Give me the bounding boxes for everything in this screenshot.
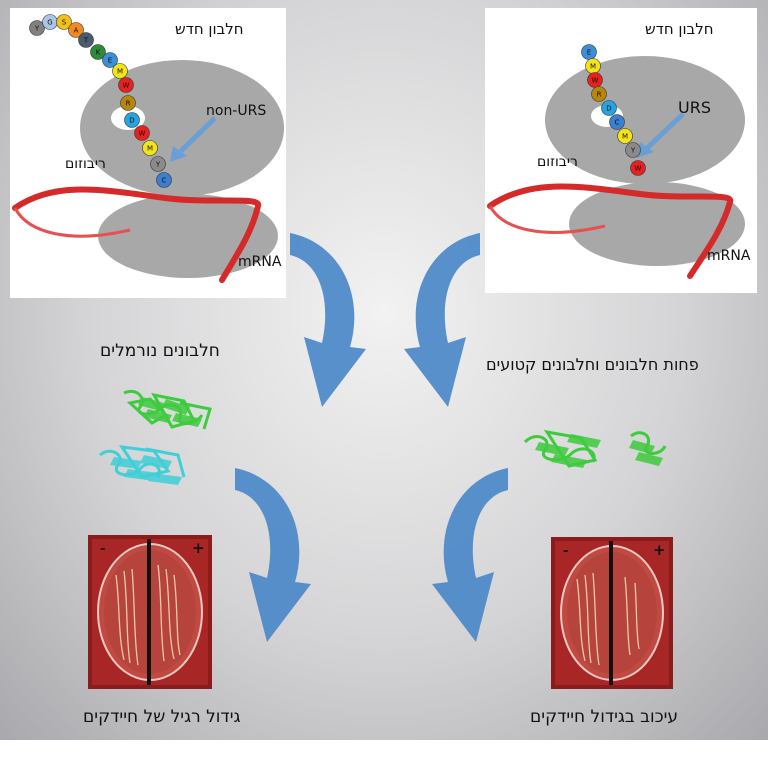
left-bead-4	[78, 32, 94, 48]
right-bead-4	[601, 100, 617, 116]
right-bead-5	[609, 114, 625, 130]
left-bead-7	[112, 63, 128, 79]
right-bead-8	[630, 160, 646, 176]
delayed-growth-plate: - +	[551, 537, 673, 689]
delayed-growth-label: עיכוב בגידול חיידקים	[530, 707, 679, 727]
left-bead-letter-11: W	[139, 130, 146, 138]
right-bead-letter-0: E	[587, 49, 591, 57]
normal-proteins-label: חלבונים נורמלים	[100, 341, 220, 361]
right-bead-6	[617, 128, 633, 144]
plate-minus-sign: -	[563, 544, 568, 559]
arrow-left-to-proteins	[290, 233, 366, 407]
right-bead-letter-1: M	[590, 63, 596, 71]
normal-growth-label: גידול רגיל של חיידקים	[83, 707, 241, 727]
right-bead-letter-6: M	[622, 133, 628, 141]
left-bead-letter-14: C	[162, 177, 167, 185]
non-urs-pointer-arrow	[170, 116, 217, 162]
left-bead-10	[124, 112, 140, 128]
bottom-strip	[0, 740, 768, 768]
right-bead-letter-3: R	[597, 91, 602, 99]
left-bead-letter-8: W	[123, 82, 130, 90]
left-bead-0	[29, 20, 45, 36]
right-bead-letter-5: C	[615, 119, 620, 127]
right-bead-letter-4: D	[606, 105, 611, 113]
fewer-proteins-label: פחות חלבונים וחלבונים קטועים	[486, 355, 699, 374]
right-bead-7	[625, 142, 641, 158]
left-bead-12	[142, 140, 158, 156]
left-bead-11	[134, 125, 150, 141]
left-bead-14	[156, 172, 172, 188]
plate-plus-sign: +	[653, 541, 666, 559]
right-ribosome-label: ריבוזום	[537, 154, 578, 170]
left-bead-letter-3: A	[74, 27, 79, 35]
mrna-strand	[12, 186, 261, 283]
truncated-protein-structures	[523, 429, 667, 468]
left-bead-letter-4: T	[83, 37, 89, 45]
mrna-strand-front	[13, 207, 131, 238]
plate-minus-sign: -	[100, 542, 105, 557]
ribosome-small-subunit	[569, 182, 745, 266]
right-bead-letter-2: W	[592, 77, 599, 85]
left-bead-letter-5: K	[96, 49, 101, 57]
left-bead-letter-13: Y	[155, 161, 161, 169]
normal-protein-structures	[99, 390, 212, 485]
left-new-protein-label: חלבון חדש	[175, 20, 244, 38]
left-bead-8	[118, 77, 134, 93]
arrow-right-to-proteins	[404, 233, 480, 407]
right-urs-label: URS	[678, 98, 711, 117]
left-bead-letter-10: D	[129, 117, 134, 125]
mrna-strand-front	[488, 205, 606, 234]
arrow-right-to-plate	[432, 468, 508, 642]
left-bead-letter-9: R	[126, 100, 131, 108]
right-bead-letter-7: Y	[630, 147, 636, 155]
left-bead-5	[90, 44, 106, 60]
right-mrna-label: mRNA	[707, 248, 751, 264]
left-bead-9	[120, 95, 136, 111]
left-non-urs-label: non-URS	[206, 103, 267, 119]
left-bead-2	[56, 14, 72, 30]
left-bead-13	[150, 156, 166, 172]
right-bead-letter-8: W	[635, 165, 642, 173]
plate-plus-sign: +	[192, 539, 205, 557]
left-bead-letter-6: E	[108, 57, 112, 65]
urs-pointer-arrow	[637, 112, 685, 158]
left-ribosome-label: ריבוזום	[65, 156, 106, 172]
left-bead-letter-1: G	[47, 19, 52, 27]
right-bead-3	[591, 86, 607, 102]
left-mrna-label: mRNA	[238, 254, 282, 270]
left-bead-letter-12: M	[147, 145, 153, 153]
left-bead-3	[68, 22, 84, 38]
left-bead-letter-2: S	[62, 19, 67, 27]
normal-growth-plate: - +	[88, 535, 212, 689]
mrna-strand	[487, 183, 734, 279]
arrow-left-to-plate	[235, 468, 311, 642]
ribosome-large-subunit	[80, 60, 284, 196]
left-bead-letter-0: Y	[34, 25, 40, 33]
right-new-protein-label: חלבון חדש	[645, 20, 714, 38]
left-bead-6	[102, 52, 118, 68]
left-bead-letter-7: M	[117, 68, 123, 76]
